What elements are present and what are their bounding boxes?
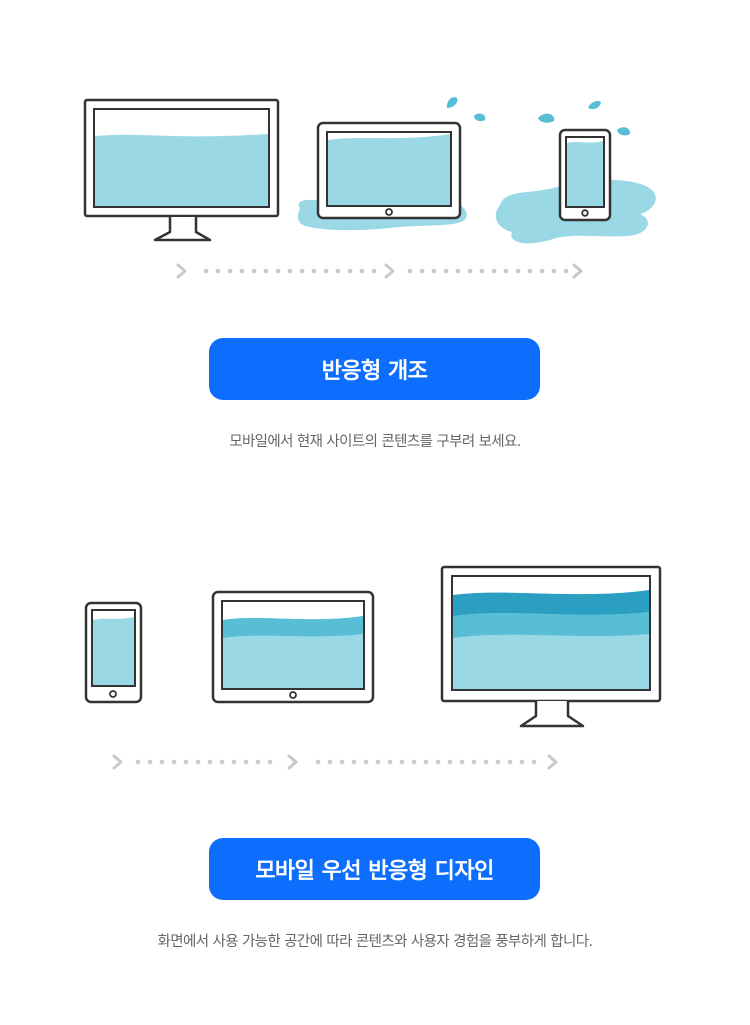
section-responsive-retrofit: 반응형 개조 모바일에서 현재 사이트의 콘텐츠를 구부려 보세요. <box>0 0 750 480</box>
tablet-icon <box>211 590 375 704</box>
phone-icon <box>84 601 143 704</box>
desktop-monitor-icon <box>83 98 280 242</box>
responsive-retrofit-caption: 모바일에서 현재 사이트의 콘텐츠를 구부려 보세요. <box>229 434 521 450</box>
mobile-first-caption: 화면에서 사용 가능한 공간에 따라 콘텐츠와 사용자 경험을 풍부하게 합니다… <box>157 934 593 950</box>
phone-overflow-icon <box>495 100 656 244</box>
progress-arrow-row <box>176 263 583 279</box>
mobile-first-button[interactable]: 모바일 우선 반응형 디자인 <box>209 838 540 900</box>
tablet-overflow-icon <box>297 97 486 231</box>
desktop-monitor-icon <box>440 565 662 728</box>
mobile-first-illustration <box>84 565 662 770</box>
retrofit-illustration <box>83 97 656 279</box>
responsive-retrofit-button[interactable]: 반응형 개조 <box>209 338 540 400</box>
progress-arrow-row <box>112 754 558 770</box>
